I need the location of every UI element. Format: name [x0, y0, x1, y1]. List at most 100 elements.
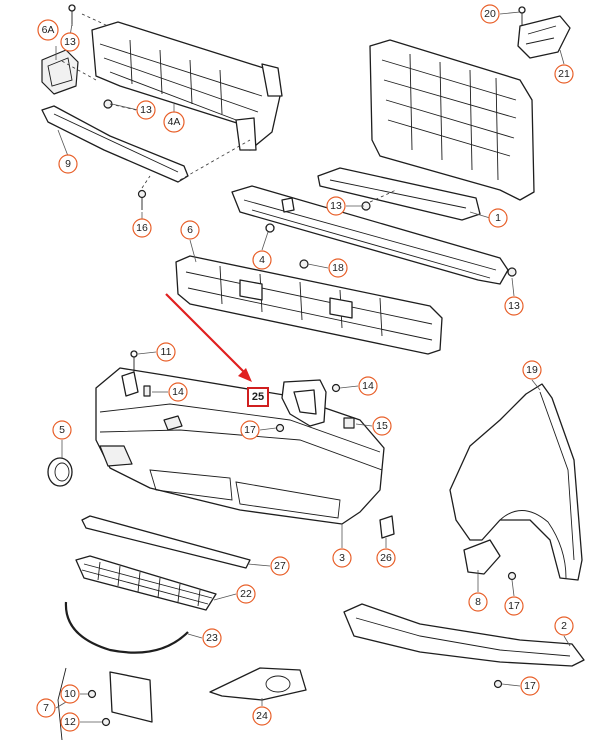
svg-text:11: 11 [161, 346, 172, 358]
svg-text:13: 13 [64, 36, 76, 48]
svg-text:17: 17 [508, 600, 520, 612]
callout-22: 22 [236, 584, 256, 604]
callout-25-highlight: 25 [247, 387, 269, 407]
impact-carrier-4a [91, 21, 283, 151]
svg-text:10: 10 [64, 688, 76, 700]
svg-text:20: 20 [484, 8, 496, 20]
bolt-20 [518, 6, 526, 26]
lock-carrier-1 [317, 39, 535, 221]
screw-12 [101, 717, 111, 727]
trim-26 [379, 515, 395, 539]
svg-text:13: 13 [140, 104, 152, 116]
svg-text:6: 6 [187, 224, 193, 236]
screw-11 [130, 350, 138, 372]
callout-6: 6 [180, 220, 200, 240]
spoiler-2 [343, 603, 585, 667]
svg-text:15: 15 [376, 420, 388, 432]
callout-27: 27 [270, 556, 290, 576]
callout-14b: 14 [358, 376, 378, 396]
svg-text:8: 8 [475, 596, 481, 608]
callout-8: 8 [468, 592, 488, 612]
clip-14b [331, 383, 341, 393]
svg-text:17: 17 [524, 680, 536, 692]
svg-text:5: 5 [59, 424, 65, 436]
svg-text:4: 4 [259, 254, 265, 266]
clip-14a [143, 385, 151, 397]
screw-17c [493, 679, 503, 689]
svg-text:3: 3 [339, 552, 345, 564]
svg-text:4A: 4A [168, 116, 181, 128]
callout-14a: 14 [168, 382, 188, 402]
reinforcement-4 [231, 185, 509, 285]
svg-text:26: 26 [380, 552, 392, 564]
svg-text:1: 1 [495, 212, 501, 224]
screw-17a [275, 423, 285, 433]
callout-18: 18 [328, 258, 348, 278]
svg-text:14: 14 [362, 380, 374, 392]
svg-text:17: 17 [244, 424, 256, 436]
svg-text:22: 22 [240, 588, 252, 600]
nut-13d [507, 267, 517, 277]
svg-text:25: 25 [252, 391, 264, 403]
callout-1: 1 [488, 208, 508, 228]
callout-9: 9 [58, 154, 78, 174]
callout-17c: 17 [520, 676, 540, 696]
callout-13b: 13 [136, 100, 156, 120]
callout-5: 5 [52, 420, 72, 440]
svg-text:12: 12 [64, 716, 76, 728]
callout-23: 23 [202, 628, 222, 648]
tow-cap-5 [47, 457, 73, 487]
callout-6a: 6A [37, 19, 59, 41]
callout-16: 16 [132, 218, 152, 238]
svg-text:13: 13 [508, 300, 520, 312]
callout-3: 3 [332, 548, 352, 568]
callout-24: 24 [252, 706, 272, 726]
svg-text:24: 24 [256, 710, 268, 722]
callout-11: 11 [156, 342, 176, 362]
svg-text:14: 14 [172, 386, 184, 398]
callout-17b: 17 [504, 596, 524, 616]
svg-text:6A: 6A [42, 24, 55, 36]
callout-12: 12 [60, 712, 80, 732]
clip-15 [343, 417, 355, 429]
callout-13a: 13 [60, 32, 80, 52]
grille-22 [75, 555, 217, 611]
callout-21: 21 [554, 64, 574, 84]
bumper-cover-3 [95, 367, 385, 525]
callout-15: 15 [372, 416, 392, 436]
callout-2: 2 [554, 616, 574, 636]
svg-text:9: 9 [65, 158, 71, 170]
svg-text:23: 23 [206, 632, 218, 644]
bracket-25 [281, 379, 327, 427]
callout-4a: 4A [163, 111, 185, 133]
callout-7: 7 [36, 698, 56, 718]
guide-9 [41, 105, 189, 183]
svg-text:18: 18 [332, 262, 344, 274]
pointer-arrow [165, 293, 252, 382]
plate-bracket-7 [57, 667, 153, 741]
callout-4: 4 [252, 250, 272, 270]
fender-19 [449, 383, 583, 581]
bolt-13a [68, 4, 76, 26]
svg-text:13: 13 [330, 200, 342, 212]
callout-17a: 17 [240, 420, 260, 440]
fog-grille-24 [209, 667, 307, 701]
energy-absorber-6 [175, 255, 443, 355]
bracket-6a [41, 49, 79, 95]
screw-10 [87, 689, 97, 699]
svg-text:27: 27 [274, 560, 286, 572]
callout-20: 20 [480, 4, 500, 24]
callout-13c: 13 [326, 196, 346, 216]
svg-text:2: 2 [561, 620, 567, 632]
callout-10: 10 [60, 684, 80, 704]
svg-text:19: 19 [526, 364, 538, 376]
strip-27 [81, 515, 251, 569]
clip-16 [137, 189, 147, 210]
molding-23 [64, 601, 189, 654]
bracket-8 [463, 539, 501, 575]
bracket-21 [517, 15, 571, 59]
nut-18 [299, 259, 309, 269]
svg-text:21: 21 [558, 68, 570, 80]
svg-text:16: 16 [136, 222, 148, 234]
